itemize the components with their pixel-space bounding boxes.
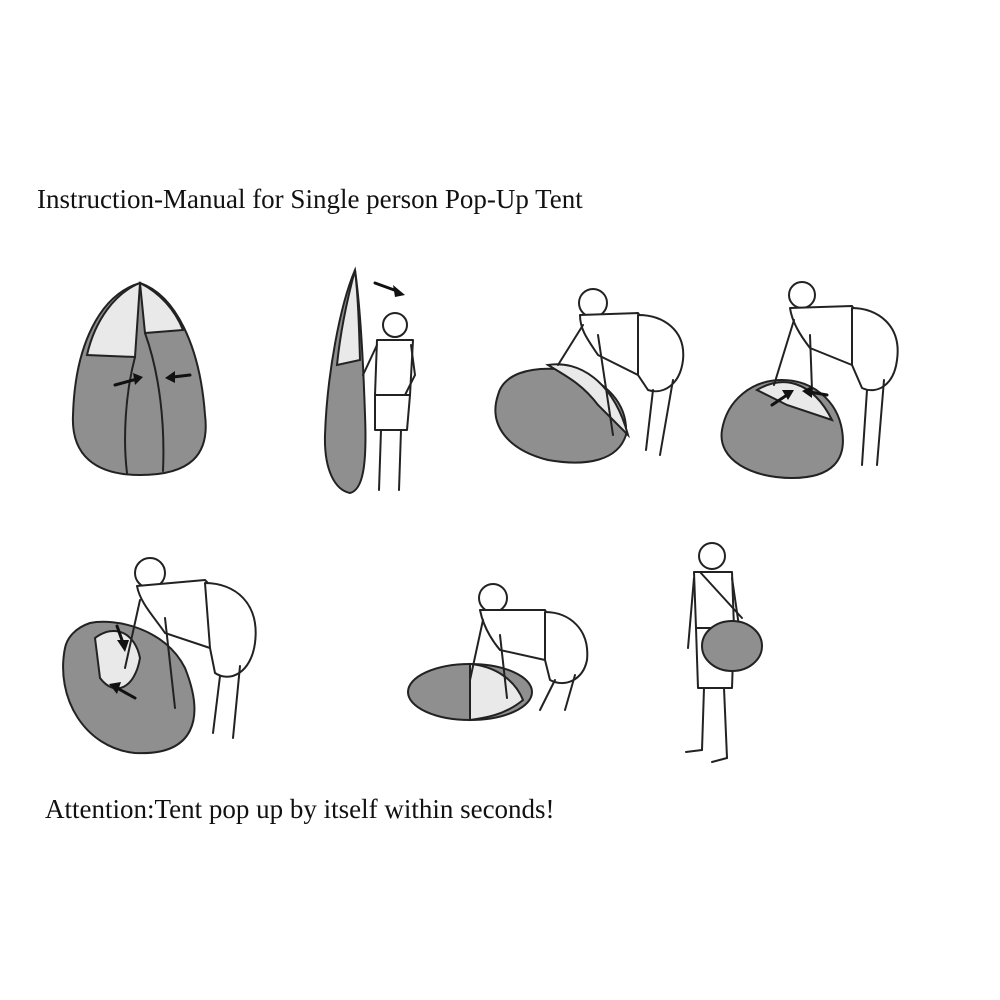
- standing-tent-icon: [65, 275, 215, 485]
- person-pushing-tent-icon: [712, 280, 907, 480]
- person-coiling-tent-icon: [405, 580, 595, 730]
- person-carrying-bag-icon: [672, 538, 772, 773]
- manual-title: Instruction-Manual for Single person Pop…: [37, 184, 583, 215]
- person-tilting-tent-icon: [315, 265, 425, 500]
- person-twisting-tent-icon: [55, 548, 265, 758]
- person-folding-tent-icon: [488, 285, 688, 465]
- attention-note: Attention:Tent pop up by itself within s…: [45, 794, 555, 825]
